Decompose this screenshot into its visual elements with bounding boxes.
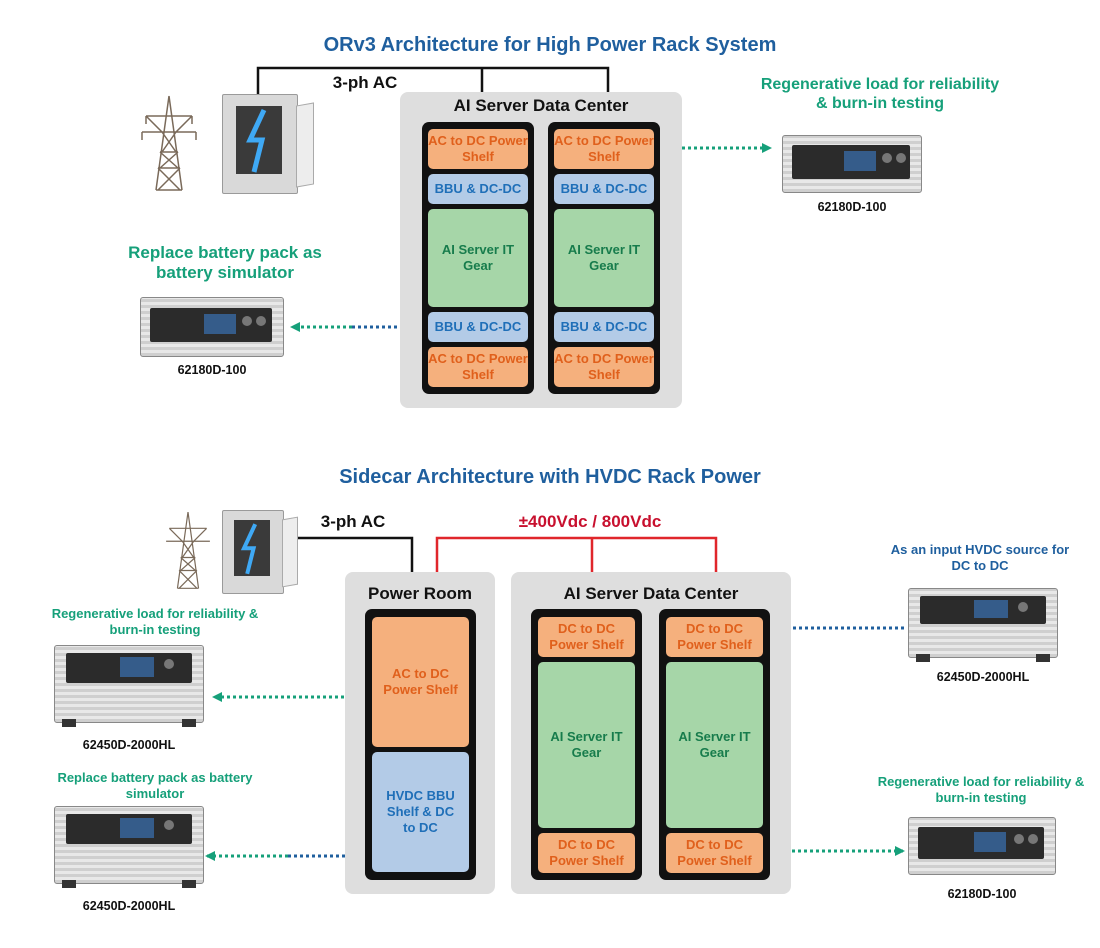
right-regen-model: 62180D-100: [947, 887, 1017, 901]
left-battery-model: 62450D-2000HL: [82, 899, 176, 913]
bottom-rack-left-gear: AI Server IT Gear: [538, 662, 635, 828]
left-regen-model: 62450D-2000HL: [82, 738, 176, 752]
hvdc-source-label: As an input HVDC source for DC to DC: [890, 542, 1070, 573]
ac-wire-bottom: [298, 536, 414, 572]
top-battery-model: 62180D-100: [177, 363, 247, 377]
power-room-ac-shelf: AC to DC Power Shelf: [372, 617, 469, 747]
power-supply-device-icon: [54, 806, 204, 888]
power-room-hvdc-bbu: HVDC BBU Shelf & DC to DC: [372, 752, 469, 872]
top-battery-label: Replace battery pack as battery simulato…: [128, 243, 322, 283]
top-section-title: ORv3 Architecture for High Power Rack Sy…: [323, 34, 777, 56]
top-rack-right-gear: AI Server IT Gear: [554, 209, 654, 307]
bottom-rack-left-dc-shelf-bottom: DC to DC Power Shelf: [538, 833, 635, 873]
transmission-tower-icon: [166, 511, 210, 589]
left-battery-label: Replace battery pack as battery simulato…: [57, 770, 253, 801]
transmission-tower-icon: [141, 95, 197, 191]
power-supply-device-icon: [140, 297, 284, 357]
electrical-panel-icon: [222, 510, 298, 594]
left-regen-label: Regenerative load for reliability & burn…: [51, 606, 259, 637]
bottom-rack-right-dc-shelf-bottom: DC to DC Power Shelf: [666, 833, 763, 873]
top-datacenter-title: AI Server Data Center: [453, 96, 629, 115]
bottom-rack-right-dc-shelf-top: DC to DC Power Shelf: [666, 617, 763, 657]
bottom-rack-right-gear: AI Server IT Gear: [666, 662, 763, 828]
top-rack-right-bbu-top: BBU & DC-DC: [554, 174, 654, 204]
top-rack-left-gear: AI Server IT Gear: [428, 209, 528, 307]
right-regen-label: Regenerative load for reliability & burn…: [877, 774, 1085, 805]
top-rack-right-ac-shelf-bottom: AC to DC Power Shelf: [554, 347, 654, 387]
ac-wire-top: [256, 66, 610, 98]
power-supply-device-icon: [782, 135, 922, 193]
bottom-datacenter-title: AI Server Data Center: [563, 584, 739, 603]
top-regen-model: 62180D-100: [817, 200, 887, 214]
bottom-rack-left-dc-shelf-top: DC to DC Power Shelf: [538, 617, 635, 657]
top-rack-right-ac-shelf-top: AC to DC Power Shelf: [554, 129, 654, 169]
power-room-title: Power Room: [368, 584, 472, 603]
hvdc-source-model: 62450D-2000HL: [936, 670, 1030, 684]
top-rack-left-bbu-bottom: BBU & DC-DC: [428, 312, 528, 342]
top-rack-right-bbu-bottom: BBU & DC-DC: [554, 312, 654, 342]
top-rack-left-ac-shelf-top: AC to DC Power Shelf: [428, 129, 528, 169]
power-supply-device-icon: [54, 645, 204, 727]
top-regen-label: Regenerative load for reliability & burn…: [760, 76, 1000, 113]
top-ac-label: 3-ph AC: [332, 73, 398, 92]
hvdc-label: ±400Vdc / 800Vdc: [518, 512, 662, 531]
top-rack-left-ac-shelf-bottom: AC to DC Power Shelf: [428, 347, 528, 387]
bottom-ac-label: 3-ph AC: [320, 512, 386, 531]
top-rack-left-bbu-top: BBU & DC-DC: [428, 174, 528, 204]
electrical-panel-icon: [222, 94, 314, 194]
power-supply-device-icon: [908, 817, 1056, 875]
bottom-section-title: Sidecar Architecture with HVDC Rack Powe…: [339, 466, 761, 488]
power-supply-device-icon: [908, 588, 1058, 662]
hvdc-bus: [435, 536, 718, 572]
